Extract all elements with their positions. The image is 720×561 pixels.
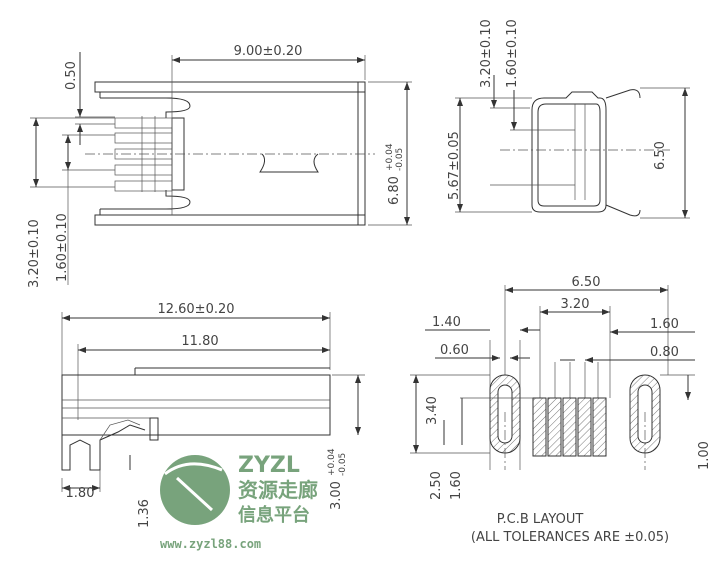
dim-1-60: 1.60	[449, 471, 464, 500]
dim-2-50: 2.50	[429, 471, 444, 500]
watermark: ZYZL 资源走廊 信息平台 www.zyzl88.com	[160, 453, 318, 551]
pin-gap-dim: 0.50	[64, 61, 79, 90]
tab-span-dim: 6.50	[653, 141, 668, 170]
tolerance-note: (ALL TOLERANCES ARE ±0.05)	[471, 530, 669, 545]
side-view: 12.60±0.20 11.80 1.80 1.36 3.00 +0.04 -0…	[61, 302, 365, 528]
top-view: 9.00±0.20 6.80 +0.04 -0.05 0.50 3.20±0.1…	[27, 44, 412, 288]
top-width-dim: 6.80	[387, 176, 402, 205]
watermark-brand: ZYZL	[238, 453, 300, 478]
top-length-dim: 9.00±0.20	[234, 44, 303, 59]
pad-offset-dim: 1.60	[650, 317, 679, 332]
top-width-tol-minus: -0.05	[395, 148, 405, 171]
pin-half-dim: 1.60±0.10	[55, 213, 70, 282]
lead-height-dim: 1.36	[137, 499, 152, 528]
pads	[532, 397, 607, 457]
slot-height-dim: 3.40	[425, 396, 440, 425]
dim-1-00: 1.00	[697, 441, 712, 470]
pcb-layout-title: P.C.B LAYOUT	[497, 512, 584, 527]
pad-pitch-dim: 0.80	[650, 345, 679, 360]
side-height-tol-plus: +0.04	[327, 448, 337, 476]
lead-offset-dim: 1.80	[66, 486, 95, 501]
pad-span-dim: 3.20	[561, 297, 590, 312]
top-width-tol-plus: +0.04	[385, 143, 395, 171]
body-length-dim: 11.80	[181, 334, 218, 349]
watermark-url: www.zyzl88.com	[160, 537, 261, 551]
overall-length-dim: 12.60±0.20	[157, 302, 234, 317]
slot-inner-dim: 0.60	[440, 343, 469, 358]
slot-width-dim: 1.40	[432, 315, 461, 330]
watermark-name: 资源走廊	[238, 478, 318, 502]
end-view: 3.20±0.10 1.60±0.10 5.67±0.05 6.50	[447, 19, 690, 219]
pin-span-dim: 3.20±0.10	[27, 219, 42, 288]
end-height-dim: 5.67±0.05	[447, 131, 462, 200]
watermark-logo	[160, 455, 230, 525]
side-height-dim: 3.00	[329, 481, 344, 510]
watermark-sub: 信息平台	[238, 504, 310, 526]
pcb-layout: 6.50 3.20 1.40 1.60 0.60 0.80 3.40 2.50	[410, 275, 712, 545]
end-dim-b: 1.60±0.10	[505, 19, 520, 88]
end-dim-a: 3.20±0.10	[479, 19, 494, 88]
slot-span-dim: 6.50	[572, 275, 601, 290]
side-height-tol-minus: -0.05	[338, 453, 348, 476]
